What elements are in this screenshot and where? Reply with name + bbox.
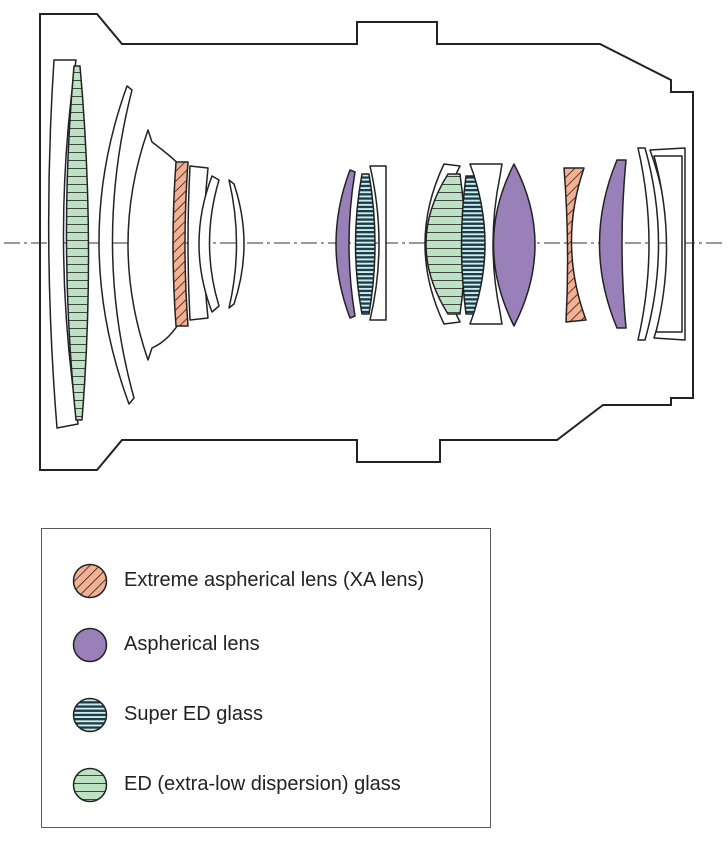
lens-element-12 bbox=[653, 155, 683, 333]
lens-element-1 bbox=[47, 59, 79, 429]
xa-lens-swatch-icon bbox=[72, 563, 108, 599]
lens-element-7 bbox=[369, 165, 387, 321]
legend-label: ED (extra-low dispersion) glass bbox=[124, 773, 401, 795]
xa-lens-element-1 bbox=[172, 161, 189, 327]
lens-element-9 bbox=[469, 163, 503, 325]
legend-label: Aspherical lens bbox=[124, 633, 260, 655]
lens-element-3 bbox=[127, 129, 183, 361]
ed-glass-swatch-icon bbox=[72, 767, 108, 803]
ed-lens-element-1 bbox=[65, 65, 90, 421]
legend-item-aspherical: Aspherical lens bbox=[72, 625, 482, 665]
lens-element-6 bbox=[228, 179, 245, 309]
legend-label: Extreme aspherical lens (XA lens) bbox=[124, 569, 425, 591]
legend-label: Super ED glass bbox=[124, 703, 263, 725]
lens-barrel-outline bbox=[39, 13, 694, 471]
lens-element-5 bbox=[198, 175, 220, 313]
aspherical-lens-element-1 bbox=[335, 169, 356, 319]
aspherical-lens-element-3 bbox=[598, 159, 627, 329]
aspherical-lens-swatch-icon bbox=[72, 627, 108, 663]
aspherical-lens-element-2 bbox=[492, 163, 536, 327]
legend-item-ed: ED (extra-low dispersion) glass bbox=[72, 765, 482, 805]
legend-item-xa: Extreme aspherical lens (XA lens) bbox=[72, 561, 482, 601]
super-ed-lens-element-1 bbox=[354, 173, 376, 315]
lens-element-10 bbox=[637, 147, 660, 341]
super-ed-glass-swatch-icon bbox=[72, 697, 108, 733]
lens-element-2 bbox=[98, 85, 135, 405]
legend-item-super-ed: Super ED glass bbox=[72, 695, 482, 735]
xa-lens-element-2 bbox=[563, 167, 587, 323]
legend: Extreme aspherical lens (XA lens) Aspher… bbox=[41, 528, 491, 828]
